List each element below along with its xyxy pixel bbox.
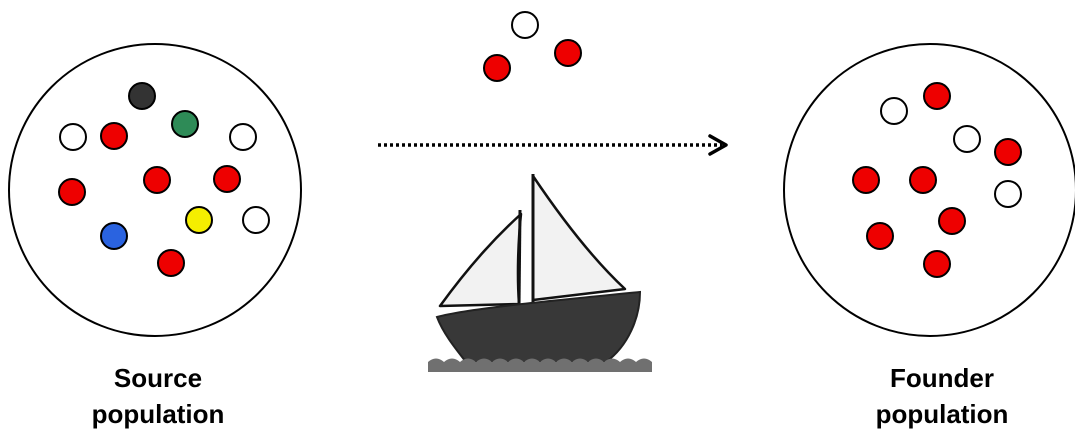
white-individual-dot <box>995 181 1021 207</box>
red-individual-dot <box>867 223 893 249</box>
red-individual-dot <box>853 167 879 193</box>
dark-gray-individual-dot <box>129 83 155 109</box>
red-individual-dot <box>924 251 950 277</box>
source-label-line1: Source <box>48 360 268 396</box>
green-individual-dot <box>172 111 198 137</box>
red-individual-dot <box>995 139 1021 165</box>
source-population-label: Source population <box>48 360 268 432</box>
blue-individual-dot <box>101 223 127 249</box>
red-individual-dot <box>555 40 581 66</box>
main-sail <box>533 176 625 300</box>
source-population <box>9 44 301 336</box>
red-individual-dot <box>158 250 184 276</box>
red-individual-dot <box>214 166 240 192</box>
founder-population-label: Founder population <box>832 360 1052 432</box>
red-individual-dot <box>484 55 510 81</box>
founder-label-line2: population <box>832 396 1052 432</box>
white-individual-dot <box>512 12 538 38</box>
red-individual-dot <box>910 167 936 193</box>
white-individual-dot <box>954 126 980 152</box>
founder-label-line1: Founder <box>832 360 1052 396</box>
white-individual-dot <box>243 207 269 233</box>
red-individual-dot <box>101 123 127 149</box>
red-individual-dot <box>144 167 170 193</box>
red-individual-dot <box>939 208 965 234</box>
jib-sail <box>440 214 521 306</box>
red-individual-dot <box>924 83 950 109</box>
source-label-line2: population <box>48 396 268 432</box>
white-individual-dot <box>60 124 86 150</box>
yellow-individual-dot <box>186 207 212 233</box>
migrant-dots <box>484 12 581 81</box>
red-individual-dot <box>59 179 85 205</box>
founder-population <box>784 44 1075 336</box>
white-individual-dot <box>230 124 256 150</box>
dotted-arrow-icon <box>378 136 726 154</box>
sailboat-icon <box>428 174 652 372</box>
white-individual-dot <box>881 98 907 124</box>
